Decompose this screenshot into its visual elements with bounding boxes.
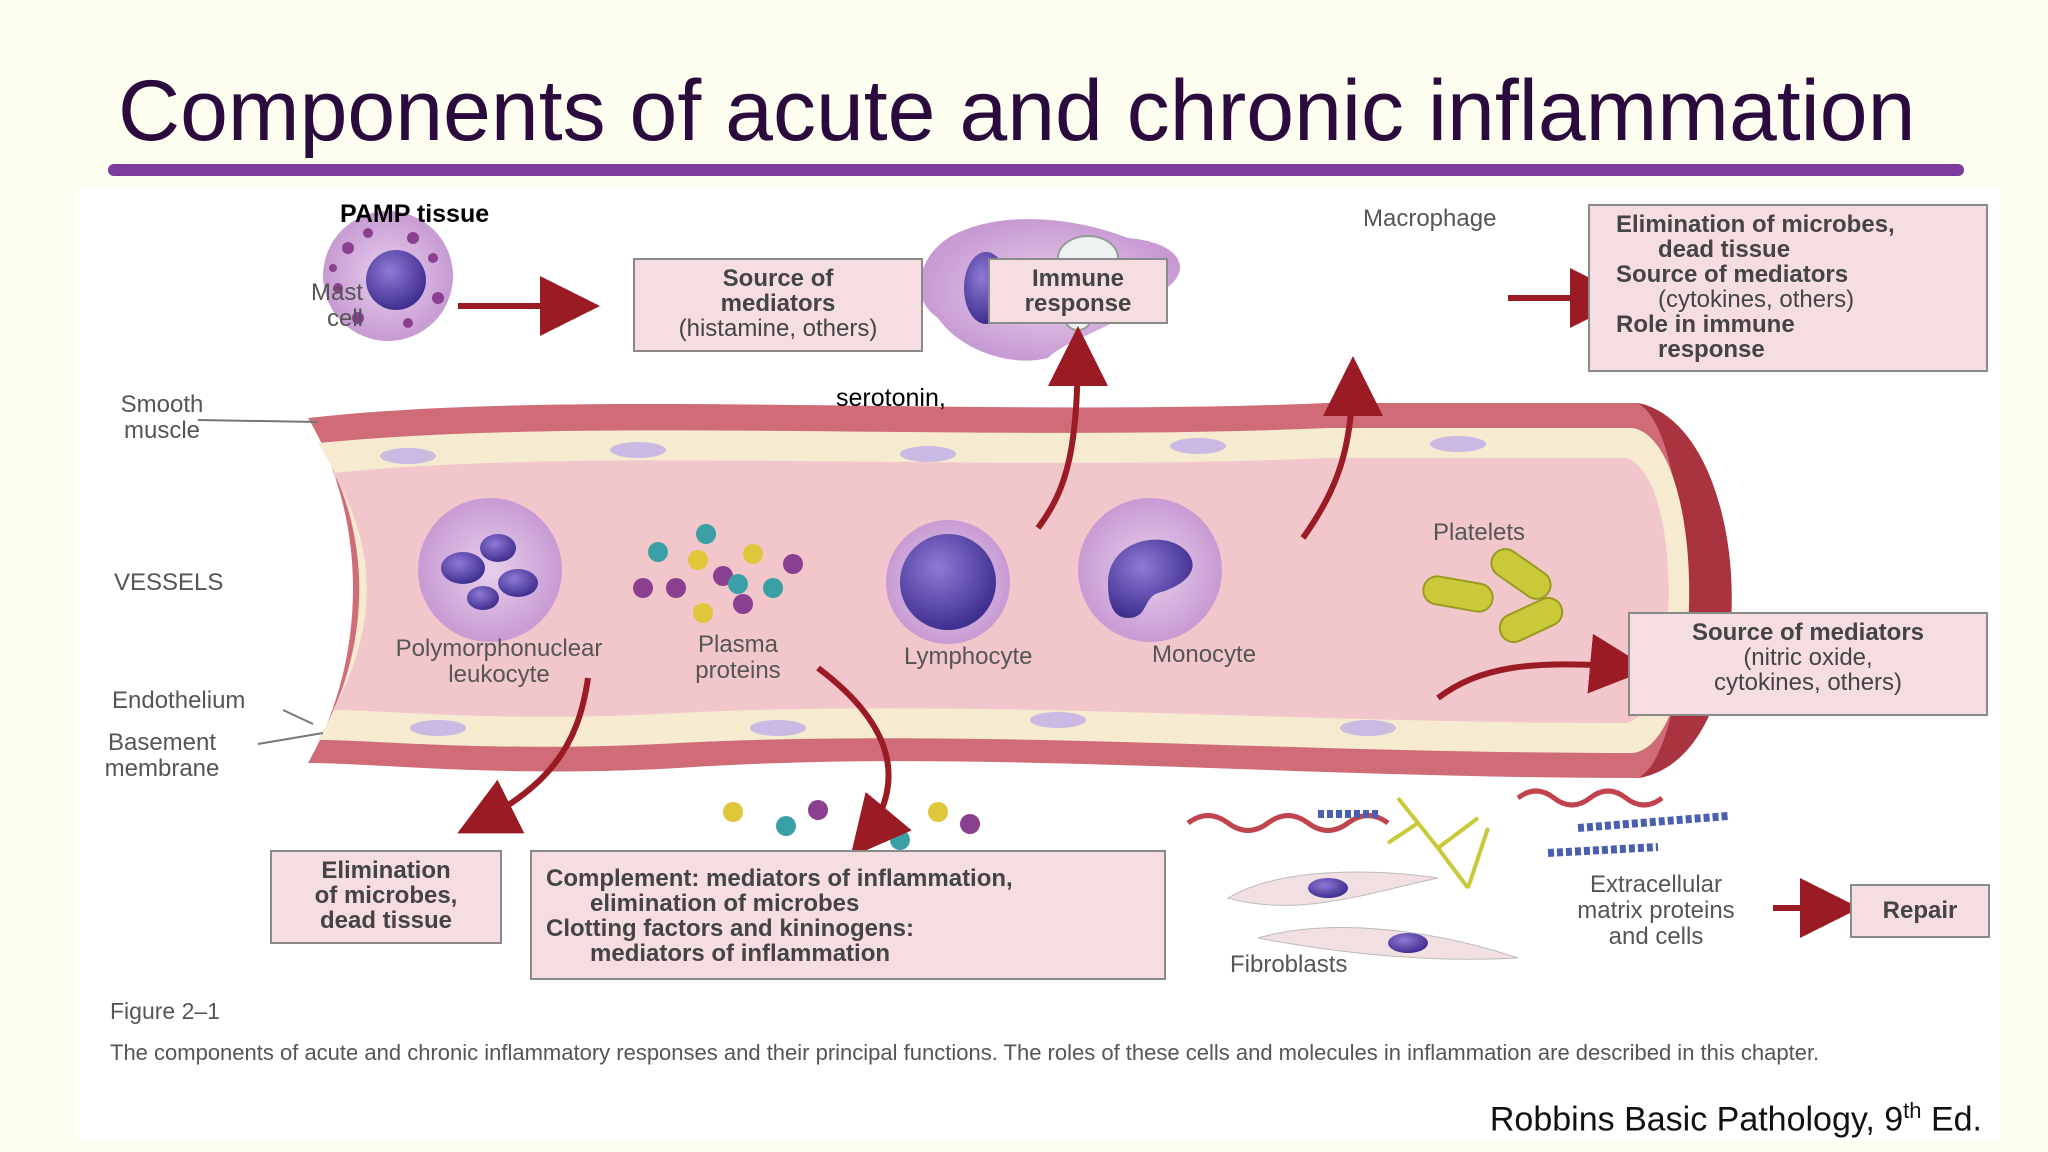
box-line: Source of xyxy=(722,265,834,292)
smooth-muscle-label: Smooth muscle xyxy=(102,392,222,444)
figure-caption: The components of acute and chronic infl… xyxy=(110,1040,1820,1065)
pmn-label-line: Polymorphonuclear xyxy=(395,635,603,662)
pmn-label: Polymorphonuclear leukocyte xyxy=(368,636,630,688)
basement-membrane-label: Basement membrane xyxy=(102,730,222,782)
box-line: (nitric oxide, xyxy=(1743,644,1873,671)
box-line: elimination of microbes xyxy=(590,890,860,917)
endothelium-label: Endothelium xyxy=(112,687,246,714)
basement-label-line: Basement xyxy=(107,729,217,756)
box-line: Immune xyxy=(1031,265,1124,292)
box-line: dead tissue xyxy=(319,907,453,934)
ecm-label-line: Extracellular xyxy=(1589,871,1723,898)
credit-end: Ed. xyxy=(1921,1100,1982,1139)
box-line: Elimination of microbes, xyxy=(1616,211,1895,238)
box-line: Clotting factors and kininogens: xyxy=(546,915,915,942)
platelets-label: Platelets xyxy=(1433,519,1526,546)
plasma-proteins-label: Plasma proteins xyxy=(668,632,808,684)
smooth-muscle-label-line: muscle xyxy=(123,417,201,444)
slide-title: Components of acute and chronic inflamma… xyxy=(118,63,1916,159)
leader-lines xyxy=(197,419,324,745)
box-line: Source of mediators xyxy=(1691,619,1925,646)
extravascular-protein-dots xyxy=(723,800,980,850)
credit-sup: th xyxy=(1903,1098,1922,1123)
pmn-elimination-box: Elimination of microbes, dead tissue xyxy=(270,850,502,944)
box-line: (histamine, others) xyxy=(678,315,878,342)
basement-label-line: membrane xyxy=(104,755,220,782)
serotonin-label: serotonin, xyxy=(836,384,946,412)
box-line: cytokines, others) xyxy=(1713,669,1903,696)
endothelium-mediators-box: Source of mediators (nitric oxide, cytok… xyxy=(1628,612,1988,716)
ecm-label-line: matrix proteins xyxy=(1577,897,1735,924)
vessels-label: VESSELS xyxy=(114,569,224,596)
figure-number: Figure 2–1 xyxy=(110,998,220,1024)
box-line: (cytokines, others) xyxy=(1658,286,1855,313)
monocyte-label: Monocyte xyxy=(1152,641,1257,668)
box-line: response xyxy=(1658,336,1765,363)
box-line: response xyxy=(1024,290,1132,317)
endothelial-nuclei xyxy=(380,436,1486,736)
box-line: Source of mediators xyxy=(1616,261,1849,288)
box-line: Complement: mediators of inflammation, xyxy=(546,865,1013,892)
box-line: Role in immune xyxy=(1616,311,1795,338)
arrows xyxy=(457,268,1860,938)
credit-main: Robbins Basic Pathology, 9 xyxy=(1489,1100,1904,1139)
mast-cell-mediators-box: Source of mediators (histamine, others) xyxy=(633,258,923,352)
lymphocyte xyxy=(886,520,1010,644)
immune-response-box: Immune response xyxy=(988,258,1168,324)
mast-cell-label: Mast cell xyxy=(283,280,363,332)
box-line: of microbes, xyxy=(314,882,458,909)
mast-cell xyxy=(323,211,453,341)
pmn-label-line: leukocyte xyxy=(448,661,550,688)
fibroblasts xyxy=(1226,871,1519,960)
macrophage-roles-box: Elimination of microbes, dead tissue Sou… xyxy=(1588,204,1988,372)
monocyte xyxy=(1078,498,1222,642)
polymorphonuclear-leukocyte xyxy=(418,498,562,642)
repair-box: Repair xyxy=(1850,884,1990,938)
extracellular-matrix xyxy=(1186,788,1729,890)
vessel-illustration xyxy=(197,211,1860,960)
complement-box: Complement: mediators of inflammation, e… xyxy=(530,850,1166,980)
inflammation-figure: PAMP tissue serotonin, Mast cell Macroph… xyxy=(78,188,2000,1140)
plasma-protein-dots xyxy=(633,524,803,623)
fibroblasts-label: Fibroblasts xyxy=(1230,951,1348,978)
plasma-label-line: proteins xyxy=(695,657,781,684)
mast-cell-label-line: cell xyxy=(326,305,363,332)
box-line: Elimination xyxy=(321,857,451,884)
plasma-label-line: Plasma xyxy=(697,631,779,658)
pamp-label: PAMP tissue xyxy=(340,200,490,228)
smooth-muscle-label-line: Smooth xyxy=(120,391,204,418)
source-credit: Robbins Basic Pathology, 9th Ed. xyxy=(1490,1098,1982,1139)
ecm-label: Extracellular matrix proteins and cells xyxy=(1546,872,1766,950)
lymphocyte-label: Lymphocyte xyxy=(904,643,1033,670)
box-line: mediators xyxy=(720,290,836,317)
title-underline xyxy=(108,164,1964,176)
box-line: dead tissue xyxy=(1658,236,1791,263)
ecm-label-line: and cells xyxy=(1608,923,1704,950)
platelets xyxy=(1422,548,1564,644)
box-line: mediators of inflammation xyxy=(590,940,891,967)
mast-cell-label-line: Mast xyxy=(310,279,363,306)
macrophage-label: Macrophage xyxy=(1363,205,1497,232)
